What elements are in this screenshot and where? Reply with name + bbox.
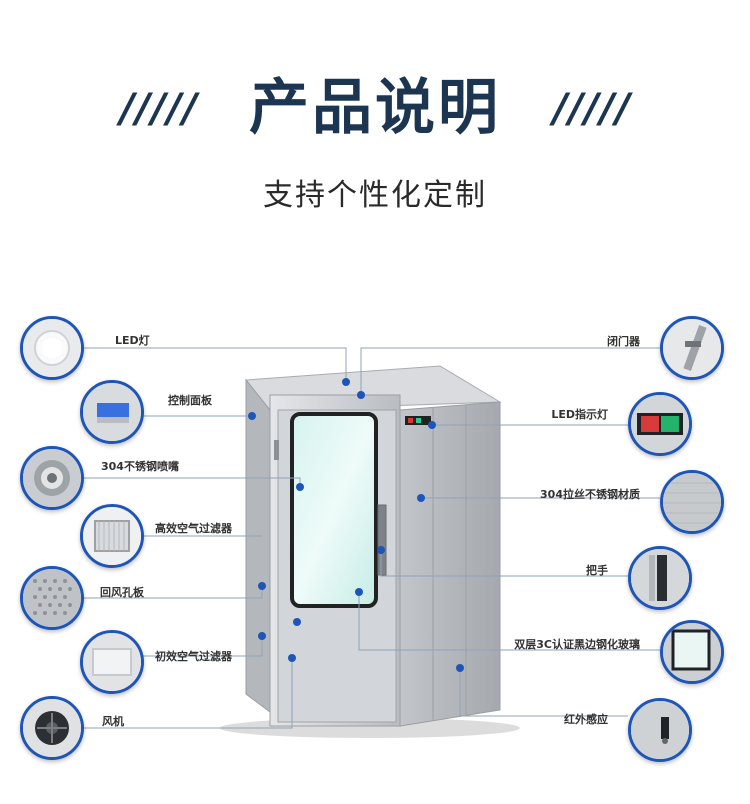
label-control-panel: 控制面板 bbox=[168, 394, 212, 407]
page-subtitle: 支持个性化定制 bbox=[263, 178, 487, 213]
infrared-sensor-icon bbox=[628, 698, 692, 762]
label-tempered-glass: 双层3C认证黑边钢化玻璃 bbox=[514, 638, 640, 651]
nozzle-icon bbox=[20, 446, 84, 510]
title-deco-left: ///// bbox=[120, 86, 199, 132]
label-nozzle: 304不锈钢喷嘴 bbox=[101, 460, 179, 473]
label-fan: 风机 bbox=[102, 715, 124, 728]
label-door-closer: 闭门器 bbox=[607, 335, 640, 348]
perforated-plate-icon bbox=[20, 566, 84, 630]
control-panel-icon bbox=[80, 380, 144, 444]
label-handle: 把手 bbox=[586, 564, 608, 577]
label-indicator-light: LED指示灯 bbox=[551, 408, 608, 421]
page-title: 产品说明 bbox=[249, 73, 501, 143]
label-led-light: LED灯 bbox=[115, 334, 150, 347]
hepa-filter-icon bbox=[80, 504, 144, 568]
label-brushed-steel: 304拉丝不锈钢材质 bbox=[540, 488, 640, 501]
label-primary-filter: 初效空气过滤器 bbox=[155, 650, 232, 663]
handle-icon bbox=[628, 546, 692, 610]
indicator-light-icon bbox=[628, 392, 692, 456]
tempered-glass-icon bbox=[660, 620, 724, 684]
label-infrared-sensor: 红外感应 bbox=[564, 713, 608, 726]
led-light-icon bbox=[20, 316, 84, 380]
label-perforated-plate: 回风孔板 bbox=[100, 586, 144, 599]
door-closer-icon bbox=[660, 316, 724, 380]
primary-filter-icon bbox=[80, 630, 144, 694]
title-row: ///// 产品说明 ///// bbox=[0, 68, 750, 148]
title-deco-right: ///// bbox=[553, 86, 632, 132]
brushed-steel-icon bbox=[660, 470, 724, 534]
label-hepa-filter: 高效空气过滤器 bbox=[155, 522, 232, 535]
fan-icon bbox=[20, 696, 84, 760]
